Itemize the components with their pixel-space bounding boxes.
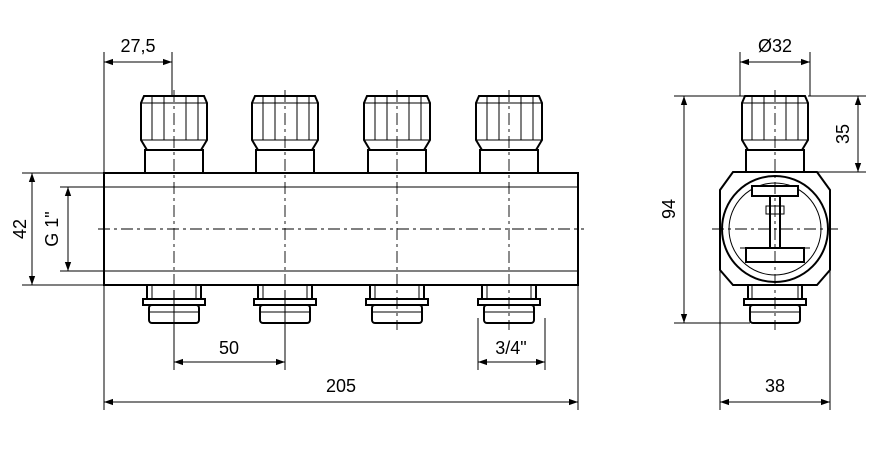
dim-cap-diameter-label: Ø32 — [758, 36, 792, 56]
dim-total-height-label: 94 — [659, 199, 679, 219]
dim-thread-main-label: G 1" — [42, 211, 62, 246]
dim-cap-height-label: 35 — [833, 124, 853, 144]
dim-side-width: 38 — [719, 270, 831, 410]
dim-top-spacing: 27,5 — [103, 36, 173, 173]
dim-total-length-label: 205 — [326, 376, 356, 396]
dim-height-body: 42 — [10, 172, 104, 286]
dim-total-length: 205 — [103, 285, 579, 410]
dim-outlet-thread: 3/4" — [477, 318, 546, 370]
dim-outlet-spacing: 50 — [173, 290, 286, 370]
valve-caps — [140, 95, 543, 174]
dim-thread-main: G 1" — [42, 186, 104, 272]
front-view: 27,5 42 G 1" 50 3/4" — [10, 36, 584, 410]
dim-height-body-label: 42 — [10, 219, 30, 239]
dim-top-spacing-label: 27,5 — [120, 36, 155, 56]
dim-cap-height: 35 — [808, 95, 866, 173]
dim-outlet-spacing-label: 50 — [219, 338, 239, 358]
dim-outlet-thread-label: 3/4" — [495, 338, 526, 358]
side-view: Ø32 35 94 38 — [659, 36, 866, 410]
dim-cap-diameter: Ø32 — [739, 36, 811, 96]
dim-side-width-label: 38 — [765, 376, 785, 396]
outlet-fittings — [142, 284, 541, 324]
dim-total-height: 94 — [659, 95, 750, 324]
